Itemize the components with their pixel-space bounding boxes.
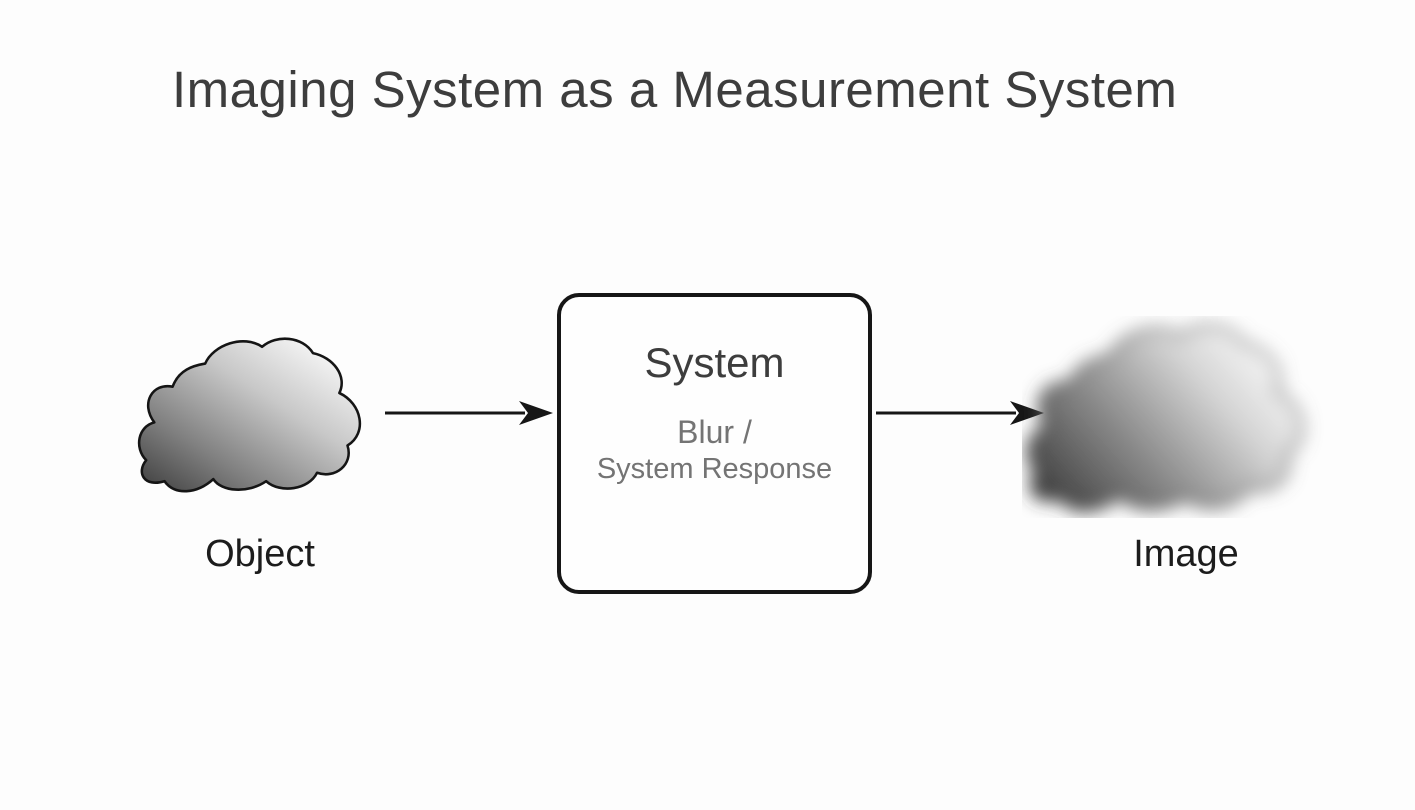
arrow-right-icon <box>385 401 553 425</box>
object-cloud-shape <box>137 337 362 493</box>
system-box-subtitle-line1: Blur / <box>677 414 752 451</box>
blurred-cloud-icon <box>1026 324 1304 512</box>
arrow-head <box>519 401 553 425</box>
system-box-subtitle-line2: System Response <box>596 453 833 486</box>
arrow-right-icon <box>876 401 1044 425</box>
object-cloud-icon <box>137 337 362 493</box>
system-box: System Blur / System Response <box>557 293 872 594</box>
object-label: Object <box>205 533 315 575</box>
system-box-subtitle: Blur / System Response <box>596 414 833 489</box>
arrow-head <box>1010 401 1044 425</box>
image-label: Image <box>1133 533 1239 575</box>
blurred-cloud-shape <box>1026 324 1304 512</box>
slide-title: Imaging System as a Measurement System <box>172 61 1178 118</box>
system-box-title: System <box>644 339 785 386</box>
